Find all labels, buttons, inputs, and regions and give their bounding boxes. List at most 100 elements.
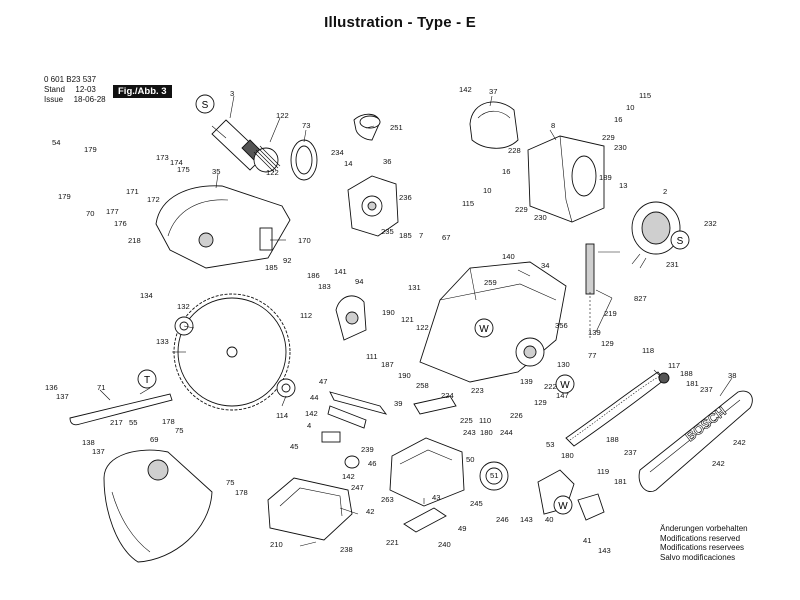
part-label: 229 xyxy=(602,133,615,142)
part-label: 237 xyxy=(624,448,637,457)
part-label: 137 xyxy=(56,392,69,401)
part-label: 115 xyxy=(462,199,474,208)
svg-text:S: S xyxy=(202,100,209,111)
part-label: 142 xyxy=(342,472,355,481)
part-label: 136 xyxy=(45,383,58,392)
motor-housing-part xyxy=(527,135,605,223)
part-label: 235 xyxy=(381,227,394,236)
part-label: 170 xyxy=(298,236,311,245)
part-label: 172 xyxy=(147,195,160,204)
part-number-labels: 3 122 73 251 142 37 115 10 16 8 229 230 … xyxy=(45,85,746,555)
part-label: 71 xyxy=(97,383,105,392)
part-label: 69 xyxy=(150,435,158,444)
part-label: 134 xyxy=(140,291,153,300)
part-label: 263 xyxy=(381,495,394,504)
part-label: 119 xyxy=(597,467,609,476)
part-label: 188 xyxy=(606,435,619,444)
figure-badge: Fig./Abb. 3 xyxy=(113,85,172,98)
part-label: 92 xyxy=(283,256,291,265)
clamp-ring-part xyxy=(479,461,509,491)
part-label: 238 xyxy=(340,545,353,554)
part-label: 3 xyxy=(230,89,234,98)
svg-text:W: W xyxy=(560,380,570,391)
part-label: 14 xyxy=(344,159,352,168)
part-label: 131 xyxy=(408,283,421,292)
part-label: 43 xyxy=(432,493,440,502)
part-label: 240 xyxy=(438,540,451,549)
part-label: 226 xyxy=(510,411,523,420)
callout-t: T xyxy=(137,369,157,389)
part-label: 246 xyxy=(496,515,509,524)
knob-part xyxy=(321,431,360,469)
page-title: Illustration - Type - E xyxy=(324,14,476,31)
part-label: 35 xyxy=(212,167,220,176)
part-label: 129 xyxy=(534,398,547,407)
part-label: 110 xyxy=(479,416,491,425)
part-label: 147 xyxy=(556,391,569,400)
part-label: 219 xyxy=(604,309,617,318)
part-label: 4 xyxy=(307,421,311,430)
grip-part xyxy=(413,395,457,415)
part-label: 133 xyxy=(156,337,169,346)
callout-w-right: W xyxy=(555,374,575,394)
part-label: 171 xyxy=(126,187,139,196)
part-label: 242 xyxy=(712,459,725,468)
motor-end-cap-part xyxy=(469,101,519,149)
part-label: 34 xyxy=(541,261,549,270)
part-label: 55 xyxy=(129,418,137,427)
spring-rod-part xyxy=(585,243,595,340)
part-label: 115 xyxy=(639,91,651,100)
part-label: 186 xyxy=(307,271,320,280)
part-label: 190 xyxy=(398,371,411,380)
part-label: 140 xyxy=(502,252,515,261)
part-number: 0 601 B23 537 xyxy=(44,75,97,84)
lock-lever-part xyxy=(577,493,605,521)
svg-text:S: S xyxy=(677,236,684,247)
part-label: 41 xyxy=(583,536,591,545)
part-label: 73 xyxy=(302,121,310,130)
document-meta: 0 601 B23 537 Stand 12-03 Issue 18-06-28 xyxy=(44,75,106,105)
part-label: 36 xyxy=(383,157,391,166)
part-label: 175 xyxy=(177,165,190,174)
lower-blade-guard-part xyxy=(103,449,213,563)
part-label: 37 xyxy=(489,87,497,96)
part-label: 47 xyxy=(319,377,327,386)
brush-ring-part xyxy=(290,139,318,181)
part-label: 180 xyxy=(480,428,493,437)
part-label: 259 xyxy=(484,278,497,287)
part-label: 221 xyxy=(386,538,399,547)
part-label: 218 xyxy=(128,236,141,245)
part-label: 181 xyxy=(614,477,627,486)
part-label: 67 xyxy=(442,233,450,242)
part-label: 46 xyxy=(368,459,376,468)
drive-belt-part xyxy=(565,371,670,447)
part-label: 121 xyxy=(401,315,414,324)
part-label: 39 xyxy=(394,399,402,408)
part-label: 139 xyxy=(520,377,533,386)
part-label: 185 xyxy=(265,263,278,272)
part-label: 179 xyxy=(84,145,97,154)
part-label: 242 xyxy=(733,438,746,447)
duct-part xyxy=(353,113,381,141)
motor-flange-part xyxy=(347,175,399,237)
part-label: 230 xyxy=(534,213,547,222)
part-label: 827 xyxy=(634,294,647,303)
part-label: 49 xyxy=(458,524,466,533)
part-label: 210 xyxy=(270,540,283,549)
part-label: 234 xyxy=(331,148,344,157)
part-label: 13 xyxy=(619,181,627,190)
part-label: 75 xyxy=(175,426,183,435)
part-label: 243 xyxy=(463,428,476,437)
note-es: Salvo modificaciones xyxy=(660,552,736,562)
part-label: 132 xyxy=(177,302,190,311)
stand-row: Stand 12-03 xyxy=(44,85,106,95)
part-label: 247 xyxy=(351,483,364,492)
laser-bar-part xyxy=(327,391,388,429)
inner-flange-part xyxy=(276,378,296,398)
part-label: 75 xyxy=(226,478,234,487)
part-label: 129 xyxy=(601,339,614,348)
part-label: 188 xyxy=(680,369,693,378)
part-label: 222 xyxy=(544,382,557,391)
belt-cover-part xyxy=(638,390,753,492)
